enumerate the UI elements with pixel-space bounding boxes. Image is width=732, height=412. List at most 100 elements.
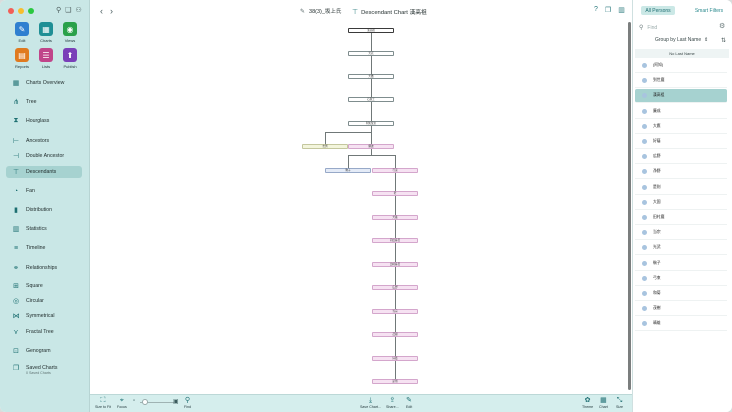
gear-icon[interactable]: ⚙ [719, 23, 726, 30]
focus-button[interactable]: ⌖ Focus [117, 397, 127, 409]
smart-filters-tab[interactable]: Smart Filters [694, 7, 724, 14]
person-icon [642, 154, 647, 160]
zoom-in-icon[interactable]: ▣ [173, 399, 179, 405]
person-node[interactable]: 田村麻呂 [372, 262, 418, 267]
person-search[interactable]: ⚲ Find [639, 23, 723, 32]
person-list-item[interactable]: 廉成 [635, 105, 727, 119]
person-node[interactable]: 茂樹 [372, 332, 418, 337]
person-node[interactable]: 好蔭 [372, 356, 418, 361]
zoom-window-button[interactable] [28, 8, 34, 14]
all-persons-tab[interactable]: All Persons [641, 6, 675, 15]
sidebar-item-genogram[interactable]: ⊡Genogram [6, 345, 82, 357]
size-to-fit-label: Size to Fit [95, 405, 111, 409]
sidebar-item-charts-overview[interactable]: ▦Charts Overview [6, 77, 82, 89]
person-node[interactable]: 広野 [372, 285, 418, 290]
sidebar-item-timeline[interactable]: ≡Timeline [6, 242, 82, 254]
person-list-item[interactable]: 好蔭 [635, 135, 727, 149]
tool-publish-button[interactable]: ⬆Publish [58, 48, 82, 69]
person-list-item[interactable]: 弓束 [635, 272, 727, 286]
attachment-icon[interactable]: ⚲ [56, 7, 62, 14]
person-list-item[interactable]: 光武 [635, 241, 727, 256]
person-node[interactable]: 是則 [372, 379, 418, 384]
person-list-item[interactable]: 漢高祖 [635, 89, 727, 104]
person-name: 茂樹 [653, 306, 661, 311]
sidebar-item-tree[interactable]: ⋔Tree [6, 96, 82, 108]
descendants-icon: ⊤ [12, 169, 20, 176]
connector-line [348, 155, 395, 156]
person-node[interactable]: 苅田麻呂 [372, 238, 418, 243]
person-list-item[interactable]: 和菊 [635, 287, 727, 301]
tool-views-button[interactable]: ◉Views [58, 22, 82, 43]
person-list-item[interactable]: 晴雄 [635, 317, 727, 332]
forward-button[interactable]: › [110, 6, 113, 16]
share-label: Share... [386, 405, 399, 409]
sidebar-item-saved-charts[interactable]: ❐Saved Charts [6, 362, 82, 374]
zoom-slider[interactable] [140, 402, 174, 403]
help-icon[interactable]: ? [594, 6, 598, 13]
window-icon[interactable]: ❐ [604, 7, 612, 14]
person-list-item[interactable]: 広野 [635, 150, 727, 165]
sidebar-item-double-ancestor[interactable]: ⊣Double Ancestor [6, 150, 82, 162]
sidebar-item-symmetrical[interactable]: ⋈Symmetrical [6, 310, 82, 322]
person-list-item[interactable]: (阿知) [635, 59, 727, 73]
zoom-slider-handle[interactable] [142, 399, 148, 405]
back-button[interactable]: ‹ [100, 6, 103, 16]
tool-lists-button[interactable]: ☰Lists [34, 48, 58, 69]
sidebar-item-hourglass[interactable]: ⧗Hourglass [6, 115, 82, 127]
person-node[interactable]: 犬養 [372, 215, 418, 220]
find-button[interactable]: ⚲ Find [184, 397, 191, 409]
tool-charts-button[interactable]: ▦Charts [34, 22, 58, 43]
person-list-item[interactable]: 当宗 [635, 226, 727, 241]
minimize-window-button[interactable] [18, 8, 24, 14]
person-list-item[interactable]: 浄野 [635, 165, 727, 180]
person-list-item[interactable]: 到世麿 [635, 74, 727, 89]
sidebar-item-fan[interactable]: ◔Fan [6, 185, 82, 197]
person-list-item[interactable]: 茂樹 [635, 302, 727, 317]
sidebar-item-statistics[interactable]: ▥Statistics [6, 223, 82, 235]
sidebar-item-circular[interactable]: ◎Circular [6, 295, 82, 307]
person-node[interactable]: 老 [372, 191, 418, 196]
sidebar-toggle-icon[interactable]: ▥ [618, 7, 625, 14]
sidebar-item-distribution[interactable]: ▮Distribution [6, 204, 82, 216]
person-node[interactable]: 駒子 [325, 168, 371, 173]
person-node[interactable]: 弓束 [372, 168, 418, 173]
person-list-item[interactable]: 大鷹 [635, 120, 727, 134]
person-node[interactable]: 爾波 [348, 144, 394, 149]
edit-button[interactable]: ✎ Edit [406, 397, 412, 409]
person-node[interactable]: 阿知使主 [348, 121, 394, 126]
size-to-fit-button[interactable]: ⛶ Size to Fit [95, 397, 111, 409]
theme-button[interactable]: ✿ Theme [582, 397, 593, 409]
connector-line [371, 132, 372, 144]
chart-options-button[interactable]: ▦ Chart [599, 397, 608, 409]
sidebar-item-descendants[interactable]: ⊤Descendants [6, 166, 82, 178]
share-button[interactable]: ⇪ Share... [386, 397, 399, 409]
person-node[interactable]: 漢高祖 [348, 28, 394, 33]
chart-canvas[interactable]: 漢高祖光武大鷹石秋王阿知使主志努爾波駒子弓束老犬養苅田麻呂田村麻呂広野当宗茂樹好… [90, 20, 632, 394]
person-list-item[interactable]: 是則 [635, 181, 727, 195]
vertical-scrollbar[interactable] [628, 22, 631, 390]
person-node[interactable]: 光武 [348, 51, 394, 56]
bookmark-icon[interactable]: ❑ [65, 7, 72, 14]
people-icon[interactable]: ⚇ [75, 7, 82, 14]
person-node[interactable]: 志努 [302, 144, 348, 149]
edit-icon: ✎ [406, 397, 413, 404]
sidebar-item-relationships[interactable]: ⚭Relationships [6, 262, 82, 274]
sidebar-item-ancestors[interactable]: ⊢Ancestors [6, 135, 82, 147]
person-node[interactable]: 石秋王 [348, 97, 394, 102]
close-window-button[interactable] [8, 8, 14, 14]
size-button[interactable]: ⤡ Size [616, 397, 623, 409]
person-node[interactable]: 大鷹 [348, 74, 394, 79]
zoom-out-icon[interactable]: ▫ [133, 398, 136, 404]
person-node[interactable]: 当宗 [372, 309, 418, 314]
person-list-item[interactable]: 田村麿 [635, 211, 727, 225]
person-list-item[interactable]: 駒子 [635, 257, 727, 271]
save-chart-button[interactable]: ⤓ Save Chart... [360, 397, 381, 409]
search-input[interactable]: Find [647, 24, 658, 31]
tool-edit-button[interactable]: ✎Edit [10, 22, 34, 43]
sort-icon[interactable]: ⇅ [721, 38, 727, 44]
tool-reports-button[interactable]: ▤Reports [10, 48, 34, 69]
sidebar-item-fractal-tree[interactable]: ⋎Fractal Tree [6, 326, 82, 338]
group-by-select[interactable]: Group by Last Name ⇕ [655, 37, 708, 43]
sidebar-item-square[interactable]: ⊞Square [6, 280, 82, 292]
person-list-item[interactable]: 大国 [635, 196, 727, 210]
